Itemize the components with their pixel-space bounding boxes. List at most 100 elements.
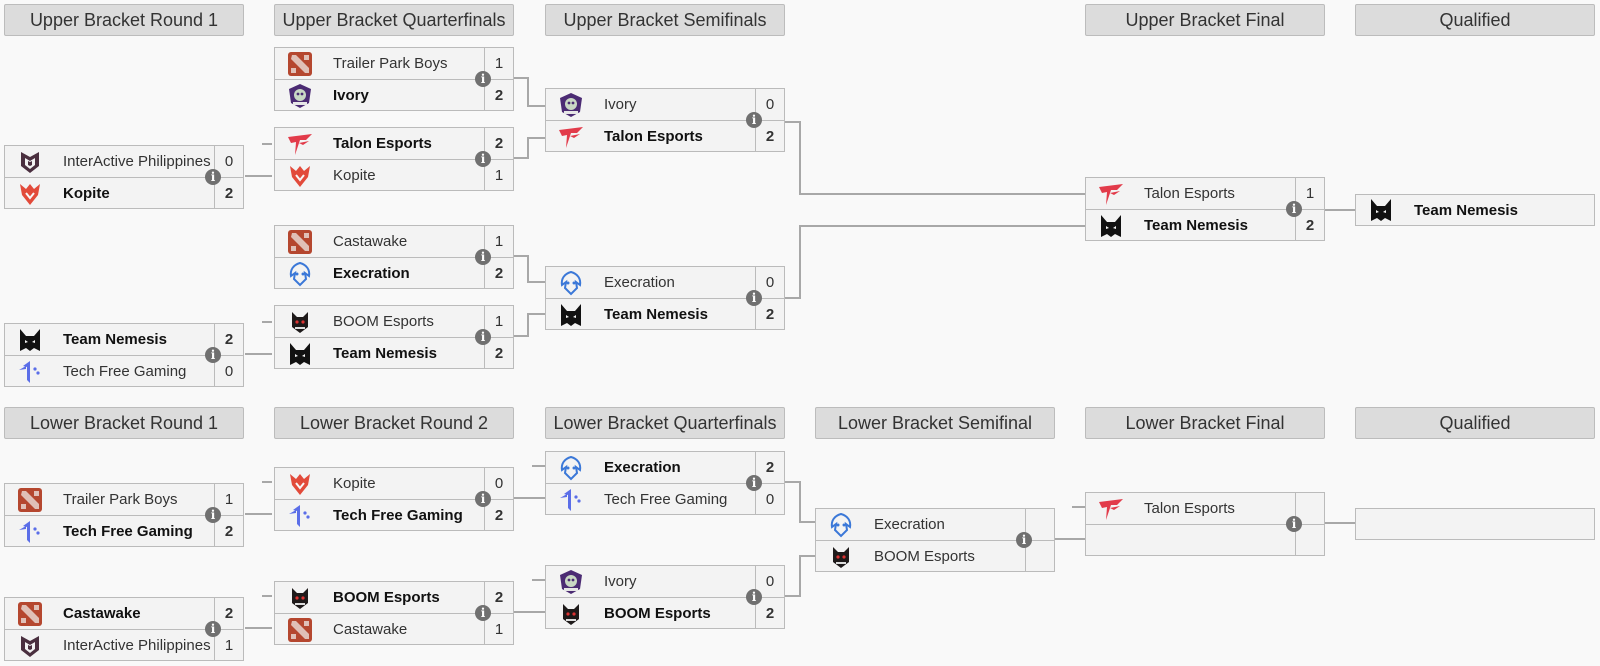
team-name: InterActive Philippines <box>63 153 211 170</box>
header-lower-qf: Lower Bracket Quarterfinals <box>545 407 785 439</box>
header-lower-qualified: Qualified <box>1355 407 1595 439</box>
qualified-team-name: Team Nemesis <box>1414 201 1518 219</box>
match-info-icon[interactable]: i <box>205 507 221 523</box>
match-info-icon[interactable]: i <box>205 621 221 637</box>
ivory-logo-icon <box>556 568 586 596</box>
match-info-icon[interactable]: i <box>746 290 762 306</box>
team-name: Ivory <box>604 96 637 113</box>
team-name: Ivory <box>333 87 369 104</box>
match-info-icon[interactable]: i <box>475 151 491 167</box>
match-info-icon[interactable]: i <box>205 169 221 185</box>
match-info-icon[interactable]: i <box>1286 516 1302 532</box>
team-name: Kopite <box>63 185 110 202</box>
team-row[interactable] <box>1086 524 1324 556</box>
header-lower-final: Lower Bracket Final <box>1085 407 1325 439</box>
match-info-icon[interactable]: i <box>1016 532 1032 548</box>
team-name: Castawake <box>333 233 408 250</box>
execration-logo-icon <box>285 260 315 288</box>
header-upper-qualified: Qualified <box>1355 4 1595 36</box>
team-score: 2 <box>1295 210 1324 241</box>
match-info-icon[interactable]: i <box>475 329 491 345</box>
match-info-icon[interactable]: i <box>205 347 221 363</box>
match-info-icon[interactable]: i <box>1286 201 1302 217</box>
techfree-logo-icon <box>15 358 45 386</box>
talon-logo-icon <box>1096 180 1126 208</box>
team-row[interactable]: BOOM Esports <box>816 540 1054 572</box>
nemesis-logo-icon <box>1096 212 1126 240</box>
match-info-icon[interactable]: i <box>746 589 762 605</box>
team-score: 2 <box>484 582 513 613</box>
talon-logo-icon <box>556 123 586 151</box>
techfree-logo-icon <box>285 502 315 530</box>
dota-logo-icon <box>15 486 45 514</box>
team-name: Kopite <box>333 167 376 184</box>
header-lower-r2: Lower Bracket Round 2 <box>274 407 514 439</box>
team-score: 2 <box>484 258 513 289</box>
header-upper-final: Upper Bracket Final <box>1085 4 1325 36</box>
team-score: 0 <box>755 566 784 597</box>
team-row[interactable]: Execration <box>816 509 1054 540</box>
team-name: Tech Free Gaming <box>333 507 463 524</box>
team-row[interactable]: Talon Esports <box>1086 493 1324 524</box>
techfree-logo-icon <box>15 518 45 546</box>
team-name: Talon Esports <box>333 135 432 152</box>
team-score: 0 <box>755 484 784 515</box>
team-score: 1 <box>484 306 513 337</box>
match-info-icon[interactable]: i <box>475 605 491 621</box>
lower-qualified-slot <box>1355 508 1595 540</box>
team-score: 0 <box>755 267 784 298</box>
team-score: 2 <box>214 324 243 355</box>
team-score: 2 <box>755 598 784 629</box>
match-info-icon[interactable]: i <box>746 475 762 491</box>
boom-logo-icon <box>556 600 586 628</box>
match-info-icon[interactable]: i <box>475 249 491 265</box>
team-name: BOOM Esports <box>604 605 711 622</box>
boom-logo-icon <box>826 543 856 571</box>
team-name: Team Nemesis <box>63 331 167 348</box>
match-info-icon[interactable]: i <box>475 71 491 87</box>
team-row[interactable]: BOOM Esports 2 <box>546 597 784 629</box>
upper-qualified-slot: Team Nemesis <box>1355 194 1595 226</box>
dota-logo-icon <box>285 50 315 78</box>
team-name: Tech Free Gaming <box>63 363 187 380</box>
team-row[interactable]: Team Nemesis 2 <box>5 324 243 355</box>
match-info-icon[interactable]: i <box>746 112 762 128</box>
match-info-icon[interactable]: i <box>475 491 491 507</box>
